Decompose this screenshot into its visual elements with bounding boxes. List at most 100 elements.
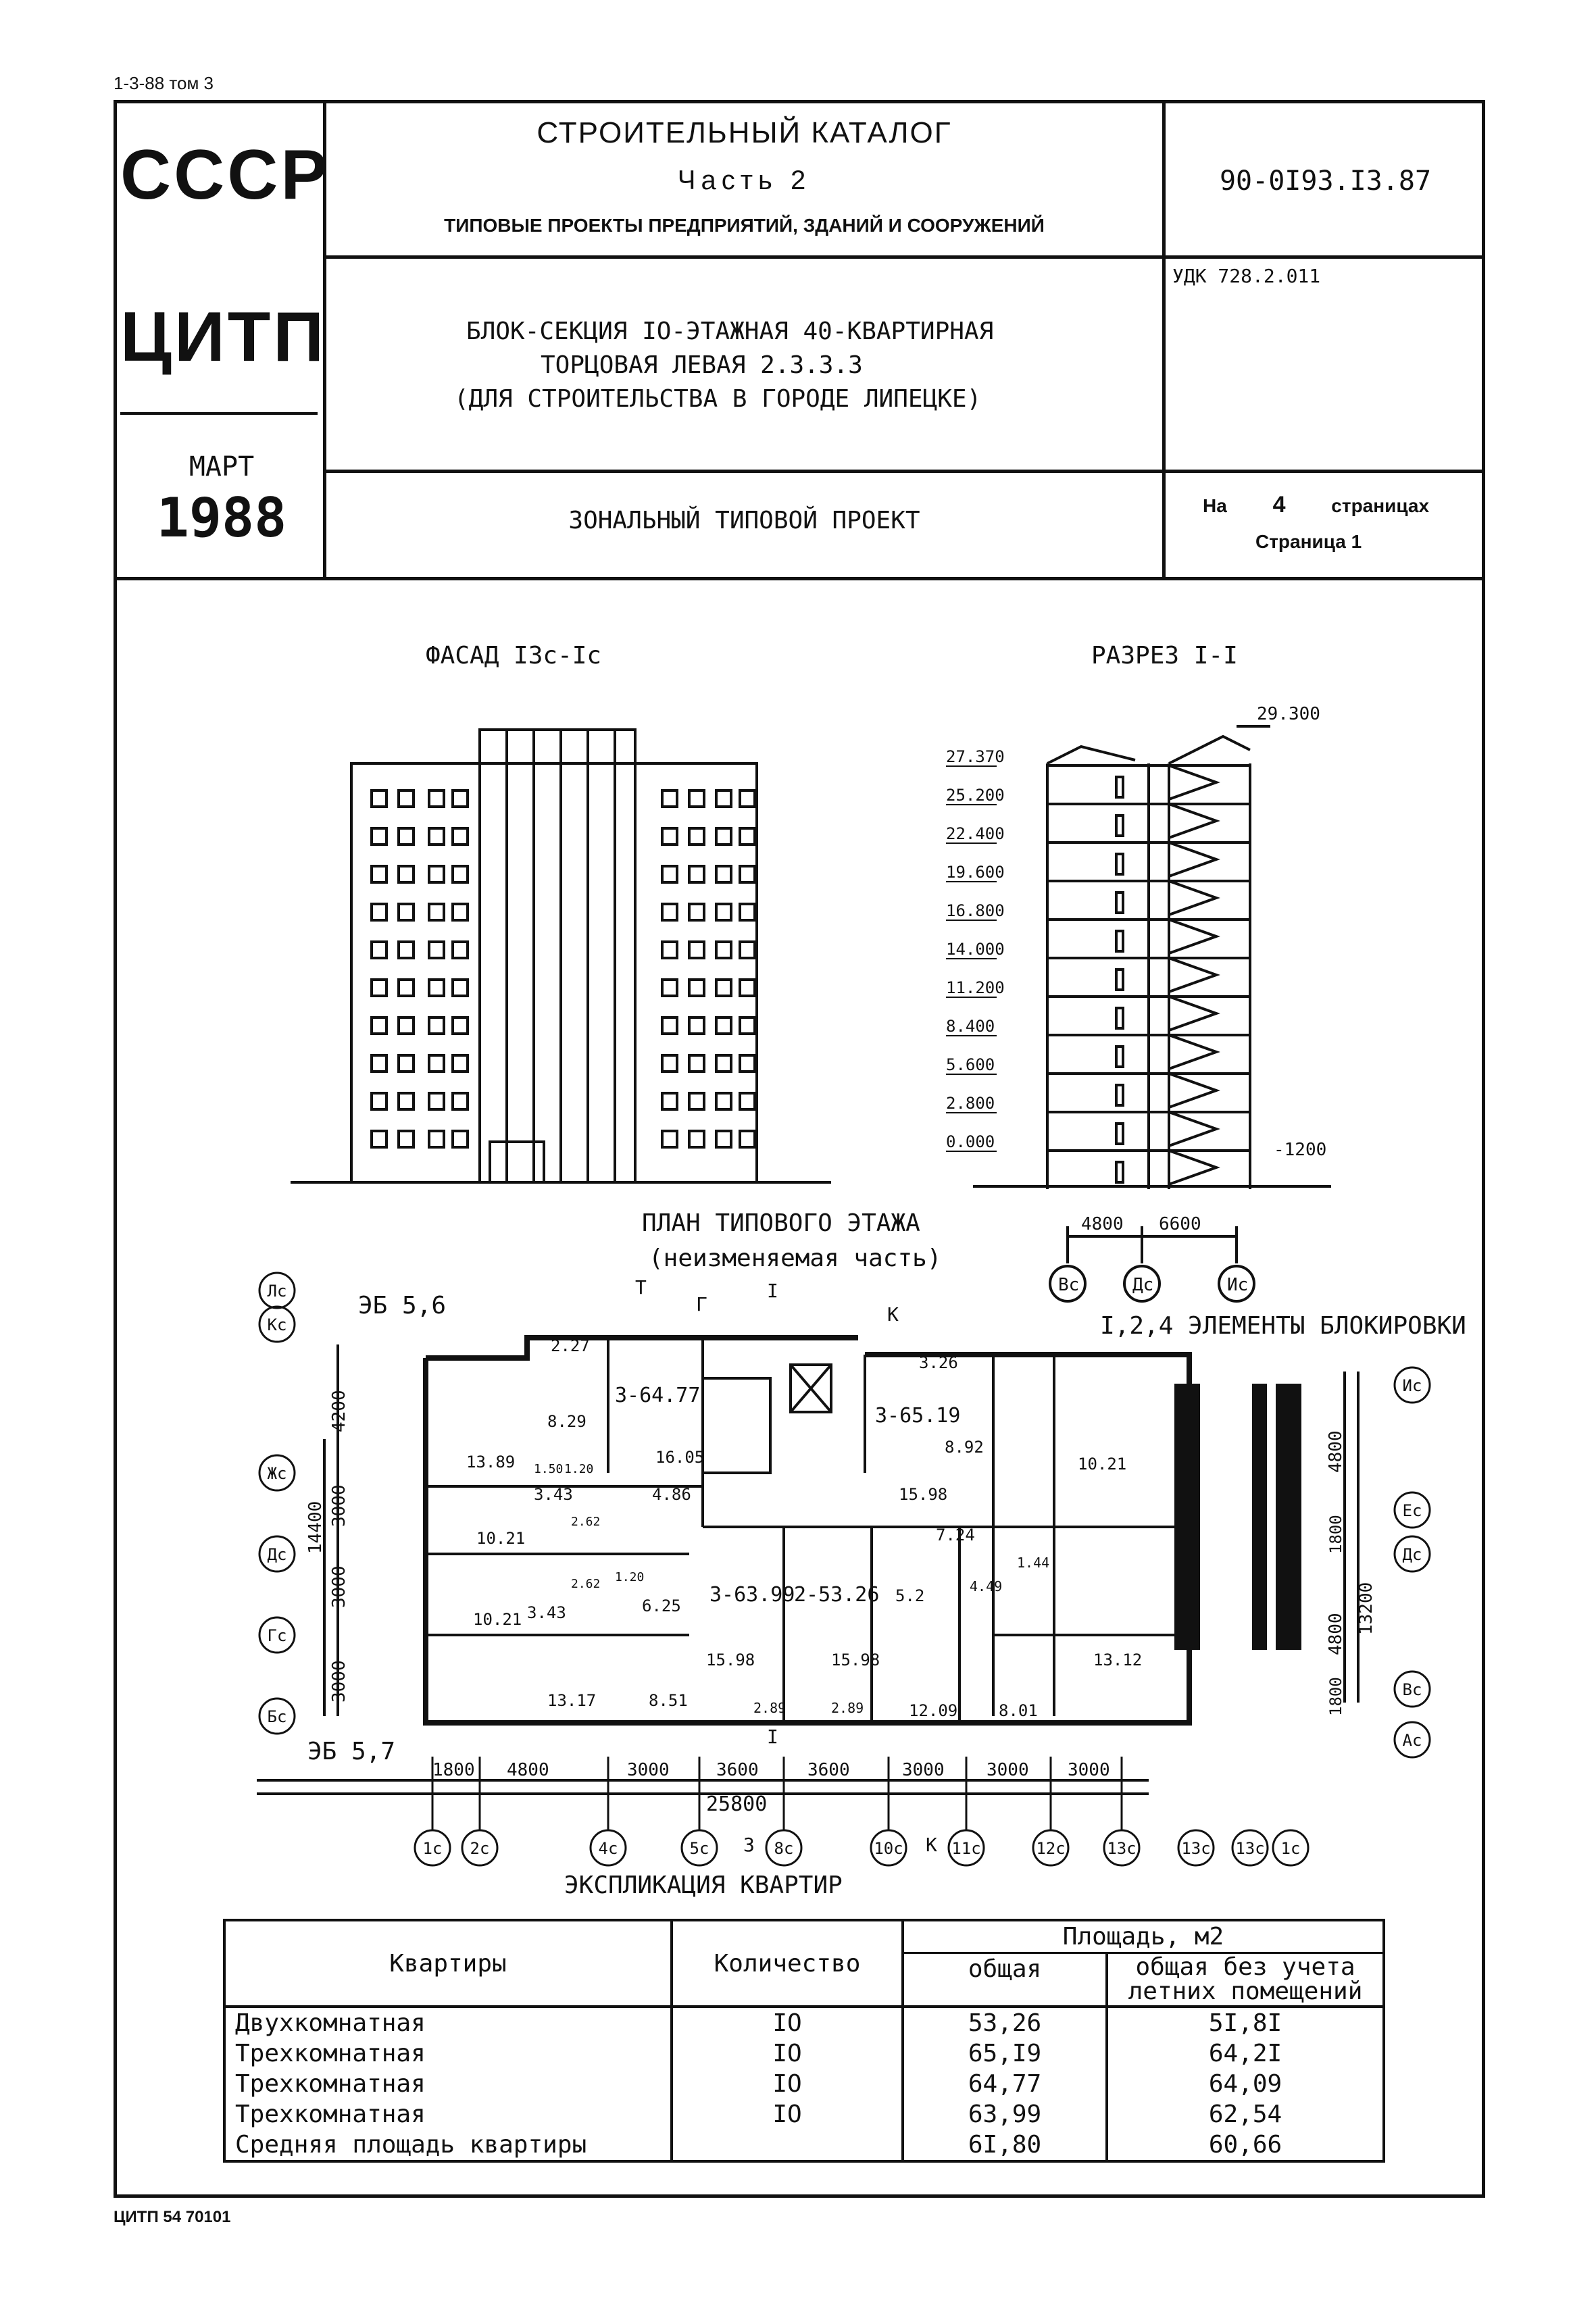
bottom-total: 25800 xyxy=(706,1792,767,1816)
section-level-mark: 2.800 xyxy=(946,1094,995,1113)
org-citp: ЦИТП xyxy=(120,298,326,376)
facade-window xyxy=(370,789,388,808)
section-level-mark: 16.800 xyxy=(946,901,1005,920)
section-window xyxy=(1115,1045,1124,1068)
room-area-10: 10.21 xyxy=(476,1529,525,1548)
col-apartments: Квартиры xyxy=(223,1919,673,2008)
section-level-mark: 0.000 xyxy=(946,1132,995,1151)
facade-window xyxy=(397,1054,415,1073)
facade-window xyxy=(428,827,445,846)
project-line-3: (ДЛЯ СТРОИТЕЛЬСТВА В ГОРОДЕ ЛИПЕЦКЕ) xyxy=(454,385,982,413)
section-top-mark: 29.300 xyxy=(1257,704,1320,724)
right-dim-1: 4800 xyxy=(1326,1430,1346,1473)
section-title: РАЗРЕЗ I-I xyxy=(1091,642,1238,670)
left-dim-4: 3000 xyxy=(329,1660,349,1703)
axis-marker xyxy=(258,1305,296,1343)
facade-window xyxy=(397,1092,415,1111)
room-area-4: 13.89 xyxy=(466,1453,515,1472)
room-area-17: 15.98 xyxy=(706,1651,755,1669)
plan-title-2: (неизменяемая часть) xyxy=(649,1244,942,1272)
section-window xyxy=(1115,1161,1124,1184)
section-axis-2: Дс xyxy=(1132,1275,1153,1295)
blocking-label: I,2,4 ЭЛЕМЕНТЫ БЛОКИРОВКИ xyxy=(1100,1312,1466,1340)
right-dim-4: 1800 xyxy=(1326,1677,1345,1716)
facade-window xyxy=(397,865,415,884)
facade-window xyxy=(451,827,469,846)
room-area-28: 4.49 xyxy=(970,1578,1002,1594)
facade-window xyxy=(370,1016,388,1035)
section-mark-g: Г xyxy=(696,1293,707,1315)
axis-marker xyxy=(258,1616,296,1654)
axis-marker xyxy=(258,1272,296,1309)
axis-marker xyxy=(1393,1491,1431,1529)
facade-window xyxy=(428,1130,445,1149)
facade-window xyxy=(661,1054,678,1073)
section-stair xyxy=(1168,841,1220,878)
room-area-30: 13.12 xyxy=(1093,1651,1142,1669)
facade-drawing xyxy=(291,728,831,1184)
facade-window xyxy=(397,1130,415,1149)
axis-marker xyxy=(680,1829,718,1867)
section-stair xyxy=(1168,1034,1220,1070)
section-drawing: 29.300 -1200 4800 6600 Вс Дс Ис 27.37025… xyxy=(946,704,1331,1303)
bottom-dim-6: 3000 xyxy=(902,1760,945,1780)
facade-window xyxy=(397,789,415,808)
table-cell-total: 63,99 xyxy=(901,2099,1108,2130)
section-window xyxy=(1115,1122,1124,1145)
corner-code: 1-3-88 том 3 xyxy=(114,73,214,93)
section-mark-k-bottom: К xyxy=(926,1834,937,1856)
project-line-1: БЛОК-СЕКЦИЯ IO-ЭТАЖНАЯ 40-КВАРТИРНАЯ xyxy=(466,318,994,345)
facade-window xyxy=(661,903,678,922)
axis-marker xyxy=(258,1697,296,1735)
room-area-22: 8.51 xyxy=(649,1691,688,1710)
table-cell-without: 64,09 xyxy=(1105,2069,1385,2099)
room-area-19: 2.89 xyxy=(753,1700,786,1716)
catalog-part: Часть 2 xyxy=(677,166,812,195)
axis-label: 12с xyxy=(1036,1839,1065,1858)
table-cell-count: IO xyxy=(670,2038,904,2069)
section-window xyxy=(1115,968,1124,991)
facade-window xyxy=(397,827,415,846)
section-window xyxy=(1115,776,1124,799)
section-bottom-mark: -1200 xyxy=(1274,1140,1326,1160)
table-cell-name: Средняя площадь квартиры xyxy=(223,2130,673,2163)
catalog-title: СТРОИТЕЛЬНЫЙ КАТАЛОГ xyxy=(537,116,952,149)
facade-window xyxy=(451,1054,469,1073)
pages-info: На 4 страницах xyxy=(1203,492,1473,518)
axis-marker xyxy=(870,1829,907,1867)
axis-label: 10с xyxy=(874,1839,903,1858)
section-stair xyxy=(1168,1149,1220,1186)
table-cell-without: 60,66 xyxy=(1105,2130,1385,2163)
section-mark-i-bottom: I xyxy=(767,1726,778,1748)
facade-window xyxy=(370,865,388,884)
right-total: 13200 xyxy=(1356,1582,1376,1635)
facade-window xyxy=(739,903,756,922)
facade-window xyxy=(428,865,445,884)
bottom-dim-8: 3000 xyxy=(1068,1760,1110,1780)
pages-count: 4 xyxy=(1272,492,1286,518)
col-without-summer: общая без учета летних помещений xyxy=(1105,1953,1385,2008)
facade-window xyxy=(688,1054,705,1073)
axis-label: 13с xyxy=(1235,1839,1264,1858)
axis-marker xyxy=(1177,1829,1215,1867)
facade-window xyxy=(739,1016,756,1035)
room-area-7: 16.05 xyxy=(655,1448,704,1467)
bottom-dim-7: 3000 xyxy=(987,1760,1029,1780)
facade-window xyxy=(397,903,415,922)
facade-window xyxy=(370,1092,388,1111)
table-cell-count: IO xyxy=(670,2099,904,2130)
section-stair xyxy=(1168,957,1220,993)
table-cell-total: 53,26 xyxy=(901,2007,1108,2038)
axis-marker xyxy=(1231,1829,1269,1867)
right-dim-2: 1800 xyxy=(1326,1515,1345,1554)
axis-marker xyxy=(765,1829,803,1867)
facade-window xyxy=(451,865,469,884)
room-area-23: 8.92 xyxy=(945,1438,984,1457)
org-sssr: СССР xyxy=(120,136,330,214)
facade-window xyxy=(661,827,678,846)
facade-window xyxy=(428,978,445,997)
facade-window xyxy=(739,978,756,997)
